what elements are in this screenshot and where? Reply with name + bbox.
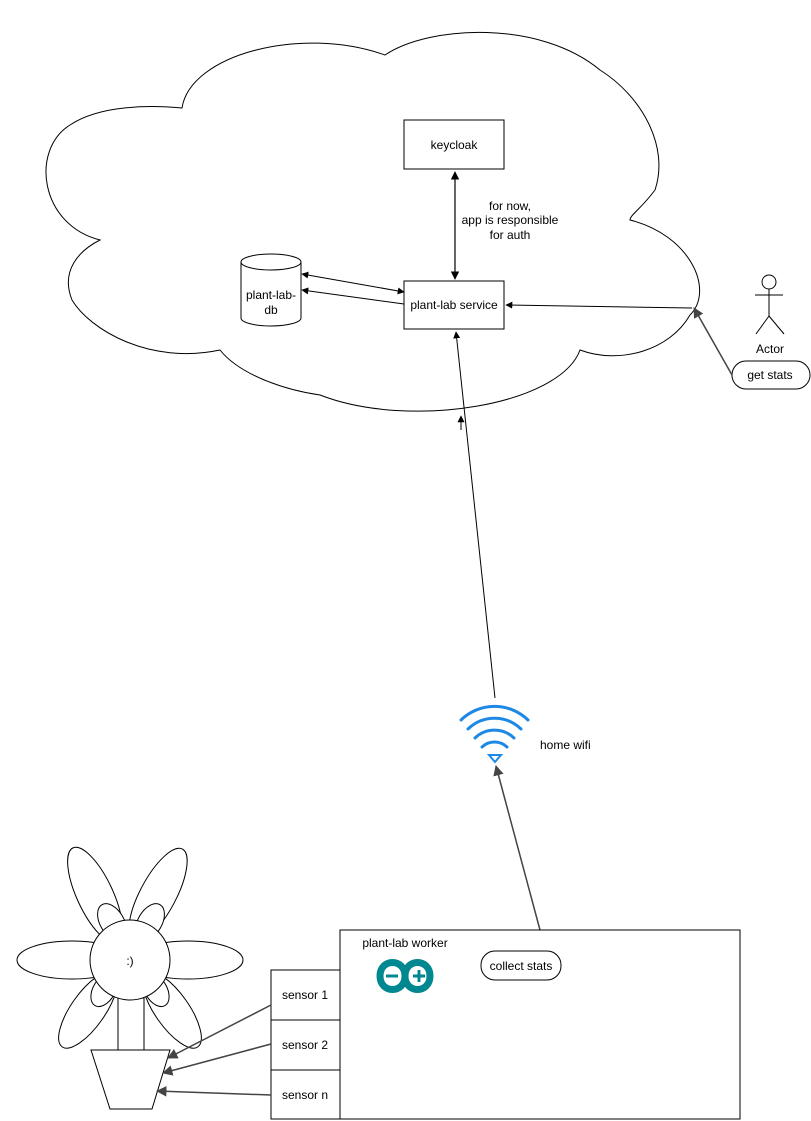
flower-face-label: :) (126, 954, 133, 968)
stick-figure-icon (755, 274, 785, 335)
service-to-db-connector-2 (301, 287, 405, 305)
sensor-n-connector (155, 1086, 272, 1097)
keycloak-label: keycloak (431, 138, 479, 152)
actor-label: Actor (756, 342, 784, 356)
flower-pot (90, 1049, 171, 1110)
sensor-1-label: sensor 1 (282, 988, 328, 1002)
flower-plant (16, 846, 244, 1110)
keycloak-node: keycloak (403, 119, 505, 170)
get-stats-connector (693, 307, 733, 376)
actor-service-connector (505, 301, 693, 309)
plant-lab-db-label-line2: db (264, 303, 278, 317)
auth-note-line-1: for now, (489, 199, 531, 213)
sensor-2-label: sensor 2 (282, 1038, 328, 1052)
collect-stats-label: collect stats (490, 959, 553, 973)
collect-stats-action: collect stats (480, 950, 562, 981)
wifi-icon (459, 704, 530, 764)
sensor-1-connector (167, 1004, 272, 1059)
flower-head (89, 919, 171, 1001)
auth-note-line-2: app is responsible (462, 213, 559, 227)
get-stats-action: get stats (731, 360, 811, 390)
plant-lab-service-label: plant-lab service (410, 298, 498, 312)
sensor-2: sensor 2 (270, 1019, 341, 1071)
flower-stem (117, 997, 145, 1054)
sensor-1: sensor 1 (270, 969, 341, 1021)
auth-note-line-3: for auth (490, 228, 531, 242)
plant-lab-db-node: plant-lab- db (240, 253, 302, 327)
sensor-n-label: sensor n (282, 1088, 328, 1102)
arduino-logo-icon (376, 959, 434, 993)
sensor-n: sensor n (270, 1069, 341, 1120)
auth-note: for now, app is responsible for auth (462, 199, 559, 242)
get-stats-label: get stats (747, 368, 792, 382)
worker-to-wifi-connector (493, 764, 541, 931)
service-to-db-connector (301, 271, 405, 295)
wifi-to-service-connector (453, 331, 496, 699)
sensor-2-connector (161, 1043, 272, 1076)
plant-lab-service-node: plant-lab service (403, 280, 505, 330)
plant-lab-worker-label: plant-lab worker (362, 936, 447, 950)
plant-lab-db-label-line1: plant-lab- (246, 288, 296, 302)
actor-node: Actor (755, 274, 785, 356)
cloud-boundary (45, 31, 701, 412)
home-wifi-label: home wifi (540, 738, 591, 752)
